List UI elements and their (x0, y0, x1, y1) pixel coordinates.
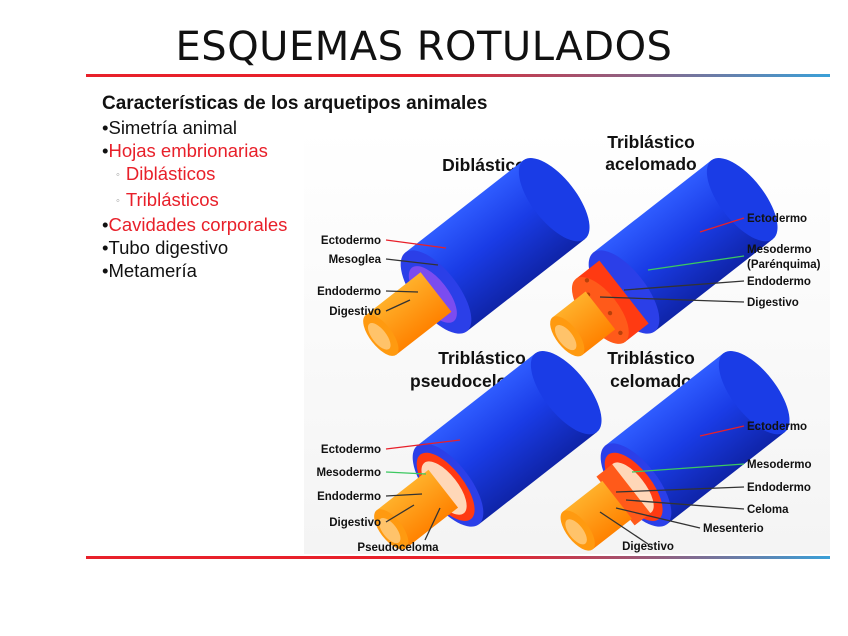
list-item-cavidades-corporales: •Cavidades corporales (102, 213, 288, 235)
diagram-title-diblastico: Diblástico (442, 155, 526, 175)
diagram-title-acelomado-2: acelomado (605, 154, 696, 174)
diagram-diblastico: Diblástico Ectodermo Mesoglea Endodermo … (317, 155, 590, 356)
label-endodermo: Endodermo (317, 286, 381, 298)
title-divider (86, 74, 830, 77)
label-digestivo: Digestivo (329, 306, 381, 318)
diagram-title-acelomado-1: Triblástico (607, 132, 695, 152)
tube-pseudocelomado (374, 350, 602, 550)
label-digestivo: Digestivo (622, 541, 674, 553)
label-digestivo: Digestivo (747, 297, 799, 309)
label-parenquima: (Parénquima) (747, 259, 821, 271)
label-ectodermo: Ectodermo (747, 421, 807, 433)
label-mesenterio: Mesenterio (703, 523, 764, 535)
bottom-divider (86, 556, 830, 559)
tube-celomado (560, 350, 790, 551)
diagram-acelomado: Triblástico acelomado Ectodermo Mesoderm… (550, 132, 821, 357)
diagram-title-celomado-2: celomado (610, 371, 692, 391)
list-item-simetria: •Simetría animal (102, 117, 237, 138)
label-endodermo: Endodermo (317, 491, 381, 503)
list-item-triblasticos: ◦Triblásticos (116, 188, 219, 210)
label-ectodermo: Ectodermo (747, 213, 807, 225)
diagram-title-pseudocelomado-1: Triblástico (438, 348, 526, 368)
diagram-celomado: Triblástico celomado Ectodermo Mesodermo… (560, 348, 812, 553)
label-pseudoceloma: Pseudoceloma (357, 542, 439, 554)
label-ectodermo: Ectodermo (321, 235, 381, 247)
slide-title: ESQUEMAS ROTULADOS (175, 24, 673, 70)
characteristics-heading: Características de los arquetipos animal… (102, 93, 488, 114)
diagram-title-celomado-1: Triblástico (607, 348, 695, 368)
label-mesodermo: Mesodermo (747, 244, 812, 256)
label-endodermo: Endodermo (747, 482, 811, 494)
list-item-diblasticos: ◦Diblásticos (116, 163, 216, 185)
label-mesoglea: Mesoglea (329, 254, 382, 266)
characteristics-list: •Simetría animal •Hojas embrionarias ◦Di… (102, 116, 287, 282)
label-digestivo: Digestivo (329, 517, 381, 529)
label-endodermo: Endodermo (747, 276, 811, 288)
label-mesodermo: Mesodermo (747, 459, 812, 471)
list-item-metameria: •Metamería (102, 260, 197, 282)
list-item-tubo-digestivo: •Tubo digestivo (102, 237, 229, 259)
label-celoma: Celoma (747, 504, 789, 516)
label-mesodermo: Mesodermo (316, 467, 381, 479)
list-item-hojas-embrionarias: •Hojas embrionarias (102, 140, 268, 162)
label-ectodermo: Ectodermo (321, 444, 381, 456)
diagram-pseudocelomado: Triblástico pseudocelomado Ectodermo Mes… (316, 348, 602, 554)
tube-diblastico (363, 157, 590, 356)
